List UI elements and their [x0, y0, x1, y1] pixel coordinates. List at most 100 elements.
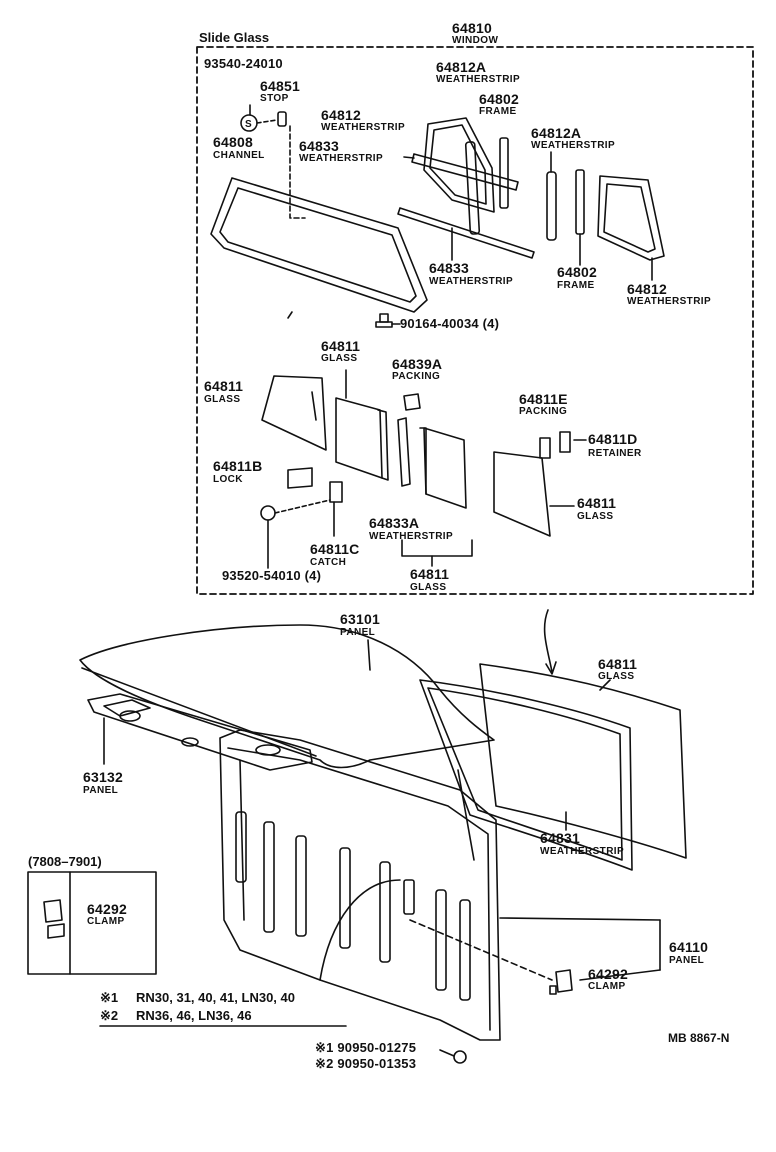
frame-64802-right: [575, 169, 585, 235]
part-64833-top-number: 64833: [299, 138, 339, 154]
part-64292-main-number: 64292: [588, 966, 628, 982]
part-64833a-name: WEATHERSTRIP: [369, 531, 454, 542]
part-64812-right-number: 64812: [627, 281, 667, 297]
weatherstrip-64831: [419, 679, 633, 871]
part-64812a-right-number: 64812A: [531, 125, 582, 141]
part-64811d-name: RETAINER: [588, 448, 642, 459]
note-2-text: RN36, 46, LN36, 46: [136, 1008, 252, 1023]
part-63132-name: PANEL: [83, 785, 119, 796]
part-64808-name: CHANNEL: [213, 150, 265, 161]
part-64833-top-name: WEATHERSTRIP: [299, 153, 384, 164]
note-2-mark: ※2: [100, 1008, 119, 1023]
glass-64811-b: [335, 397, 383, 479]
section-title: Slide Glass: [199, 30, 270, 45]
roof-panel-63101: [79, 624, 495, 769]
part-64802-mid-number: 64802: [557, 264, 597, 280]
bolt-90950: [453, 1050, 467, 1064]
part-64831-name: WEATHERSTRIP: [540, 846, 625, 857]
part-64831-number: 64831: [540, 830, 580, 846]
part-64292-inset-number: 64292: [87, 901, 127, 917]
inset-box: [27, 871, 157, 975]
part-64811b-name: LOCK: [213, 474, 243, 485]
note-1-mark: ※1: [100, 990, 119, 1005]
part-64811c-number: 64811C: [310, 541, 360, 557]
inset-date-range: (7808–7901): [28, 854, 102, 869]
part-64812-top-number: 64812: [321, 107, 361, 123]
packing-64811e: [539, 437, 551, 459]
weatherstrip-64812-top: [423, 117, 495, 213]
part-64811-b-number: 64811: [321, 338, 361, 354]
part-64812-top-name: WEATHERSTRIP: [321, 122, 406, 133]
part-64110-name: PANEL: [669, 955, 705, 966]
note-1-text: RN30, 31, 40, 41, LN30, 40: [136, 990, 295, 1005]
screw-s-bottom: [260, 505, 276, 521]
part-93520-number: 93520-54010 (4): [222, 568, 322, 583]
part-64851-name: STOP: [260, 93, 289, 104]
packing-64839a: [403, 393, 421, 411]
part-64810-name: WINDOW: [452, 35, 499, 46]
glass-64811-main: [479, 663, 687, 859]
part-63132-number: 63132: [83, 769, 123, 785]
header-panel-63132: [87, 693, 313, 771]
clamp-64292-main: [549, 969, 573, 995]
part-64811-a-name: GLASS: [204, 394, 241, 405]
part-64812-right-name: WEATHERSTRIP: [627, 296, 712, 307]
part-64802-mid-name: FRAME: [557, 280, 595, 291]
weatherstrip-64833a: [397, 417, 411, 487]
bolt-note-1: ※1 90950-01275: [315, 1040, 417, 1055]
part-64811e-name: PACKING: [519, 406, 568, 417]
part-64808-number: 64808: [213, 134, 253, 150]
part-64811-main-number: 64811: [598, 656, 638, 672]
part-64839a-number: 64839A: [392, 356, 443, 372]
part-64833-mid-number: 64833: [429, 260, 469, 276]
part-63101-name: PANEL: [340, 627, 376, 638]
bolt-note-2: ※2 90950-01353: [315, 1056, 417, 1071]
part-63101-number: 63101: [340, 611, 380, 627]
weatherstrip-64833-bar-mid: [397, 207, 535, 259]
part-64292-inset-name: CLAMP: [87, 916, 125, 927]
channel-64808: [210, 177, 428, 313]
part-93540-number: 93540-24010: [204, 56, 283, 71]
part-64110-number: 64110: [669, 939, 709, 955]
part-64839a-name: PACKING: [392, 371, 441, 382]
part-64812a-top-number: 64812A: [436, 59, 487, 75]
part-64851-number: 64851: [260, 78, 300, 94]
part-90164-number: 90164-40034 (4): [400, 316, 500, 331]
part-64811b-number: 64811B: [213, 458, 263, 474]
part-64811-c-name: GLASS: [577, 511, 614, 522]
part-64811-c-number: 64811: [577, 495, 617, 511]
svg-text:S: S: [245, 119, 252, 130]
frame-64802-top: [499, 137, 509, 209]
part-64810-number: 64810: [452, 20, 492, 36]
part-64833a-number: 64833A: [369, 515, 420, 531]
weatherstrip-64812-right: [597, 175, 665, 261]
part-64811e-number: 64811E: [519, 391, 568, 407]
diagram-reference-code: MB 8867-N: [668, 1031, 730, 1045]
bolt-90164: [375, 313, 401, 328]
part-64812a-right-name: WEATHERSTRIP: [531, 140, 616, 151]
weatherstrip-64833-bar-top: [411, 153, 519, 191]
glass-64811-d: [493, 451, 551, 537]
glass-64811-c: [423, 427, 467, 509]
back-panel-64110: [219, 729, 501, 1041]
part-64811-a-number: 64811: [204, 378, 244, 394]
weatherstrip-64812a-right: [546, 171, 557, 241]
part-64292-main-name: CLAMP: [588, 981, 626, 992]
part-64833-mid-name: WEATHERSTRIP: [429, 276, 514, 287]
part-64811c-name: CATCH: [310, 557, 347, 568]
part-64812a-top-name: WEATHERSTRIP: [436, 74, 521, 85]
weatherstrip-64812a-strip: [464, 141, 481, 235]
part-64811-d-name: GLASS: [410, 582, 447, 593]
part-64811d-number: 64811D: [588, 431, 638, 447]
catch-64811c: [329, 481, 343, 503]
slide-glass-boundary: [196, 46, 754, 595]
part-64802-top-number: 64802: [479, 91, 519, 107]
glass-64811-a: [261, 375, 327, 451]
retainer-64811d: [559, 431, 571, 453]
part-64802-top-name: FRAME: [479, 106, 517, 117]
part-64811-d-number: 64811: [410, 566, 450, 582]
lock-64811b: [287, 467, 313, 489]
part-64811-b-name: GLASS: [321, 353, 358, 364]
clamp-64292-inset: [43, 899, 63, 923]
